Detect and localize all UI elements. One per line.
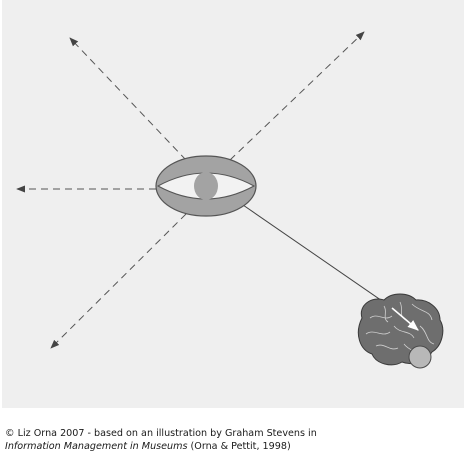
ray-upper-left [69,37,187,161]
caption: © Liz Orna 2007 - based on an illustrati… [5,427,317,453]
ray-lower-left [50,213,187,349]
eye-icon [155,155,257,217]
caption-line-2: Information Management in Museums (Orna … [5,440,317,453]
ray-upper-right [229,31,365,161]
ray-to-brain [242,204,389,306]
caption-line-1: © Liz Orna 2007 - based on an illustrati… [5,428,317,439]
caption-book-title: Information Management in Museums [5,441,188,452]
caption-citation: (Orna & Pettit, 1998) [187,441,291,452]
brain-icon [357,293,444,369]
brain-focus-circle [408,345,432,369]
